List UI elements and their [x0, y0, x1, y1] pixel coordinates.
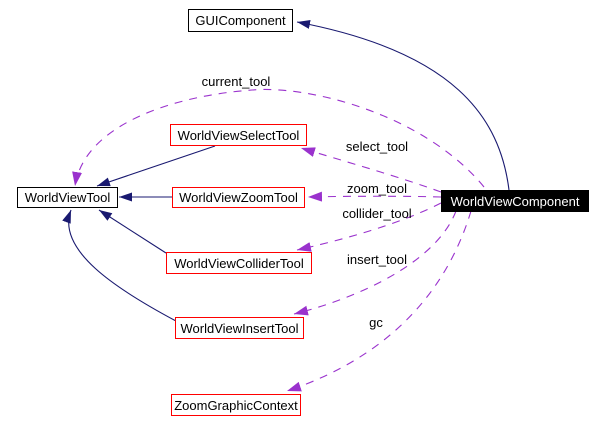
node-gui-component-label: GUIComponent: [195, 13, 286, 28]
edge-worldviewselecttool-to-worldviewtool: [96, 145, 216, 187]
node-world-view-zoom-tool[interactable]: WorldViewZoomTool: [172, 187, 305, 208]
edge-current-tool: [72, 88, 485, 188]
node-world-view-component-label: WorldViewComponent: [451, 194, 580, 209]
node-world-view-zoom-tool-box: [172, 187, 305, 208]
edge-labels: current_tool select_tool zoom_tool colli…: [202, 74, 412, 330]
edge-label-select-tool: select_tool: [346, 139, 408, 154]
node-world-view-tool[interactable]: WorldViewTool: [17, 187, 118, 208]
node-gui-component[interactable]: GUIComponent: [188, 9, 293, 32]
node-world-view-component[interactable]: WorldViewComponent: [441, 190, 589, 212]
node-zoom-graphic-context-label: ZoomGraphicContext: [174, 398, 298, 413]
node-world-view-collider-tool-box: [166, 252, 312, 274]
node-world-view-tool-box: [17, 187, 118, 208]
node-world-view-select-tool-box: [170, 124, 307, 146]
node-zoom-graphic-context-box: [171, 394, 301, 416]
node-world-view-component-box: [441, 190, 589, 212]
edge-zoom-tool: [307, 191, 442, 202]
edge-select-tool: [300, 147, 442, 193]
node-zoom-graphic-context[interactable]: ZoomGraphicContext: [171, 394, 301, 416]
usage-edges: [72, 88, 485, 392]
edge-label-current-tool: current_tool: [202, 74, 271, 89]
node-world-view-collider-tool[interactable]: WorldViewColliderTool: [166, 252, 312, 274]
edge-gc: [286, 210, 472, 392]
node-world-view-collider-tool-label: WorldViewColliderTool: [174, 256, 304, 271]
node-world-view-insert-tool[interactable]: WorldViewInsertTool: [175, 317, 304, 339]
inheritance-edges: [62, 20, 510, 322]
node-world-view-insert-tool-label: WorldViewInsertTool: [180, 321, 298, 336]
edge-worldviewcomponent-to-guicomponent: [296, 20, 510, 191]
node-world-view-select-tool[interactable]: WorldViewSelectTool: [170, 124, 307, 146]
edge-label-insert-tool: insert_tool: [347, 252, 407, 267]
node-world-view-tool-label: WorldViewTool: [25, 190, 111, 205]
node-world-view-insert-tool-box: [175, 317, 304, 339]
edge-label-gc: gc: [369, 315, 383, 330]
edge-collider-tool: [296, 202, 442, 252]
edge-worldviewinserttool-to-worldviewtool: [62, 209, 177, 322]
edge-label-zoom-tool: zoom_tool: [347, 181, 407, 196]
node-world-view-select-tool-label: WorldViewSelectTool: [178, 128, 300, 143]
node-world-view-zoom-tool-label: WorldViewZoomTool: [179, 190, 298, 205]
edge-label-collider-tool: collider_tool: [342, 206, 411, 221]
node-gui-component-box: [188, 9, 293, 32]
edge-insert-tool: [293, 210, 457, 316]
edge-worldviewcollidertool-to-worldviewtool: [98, 209, 167, 254]
